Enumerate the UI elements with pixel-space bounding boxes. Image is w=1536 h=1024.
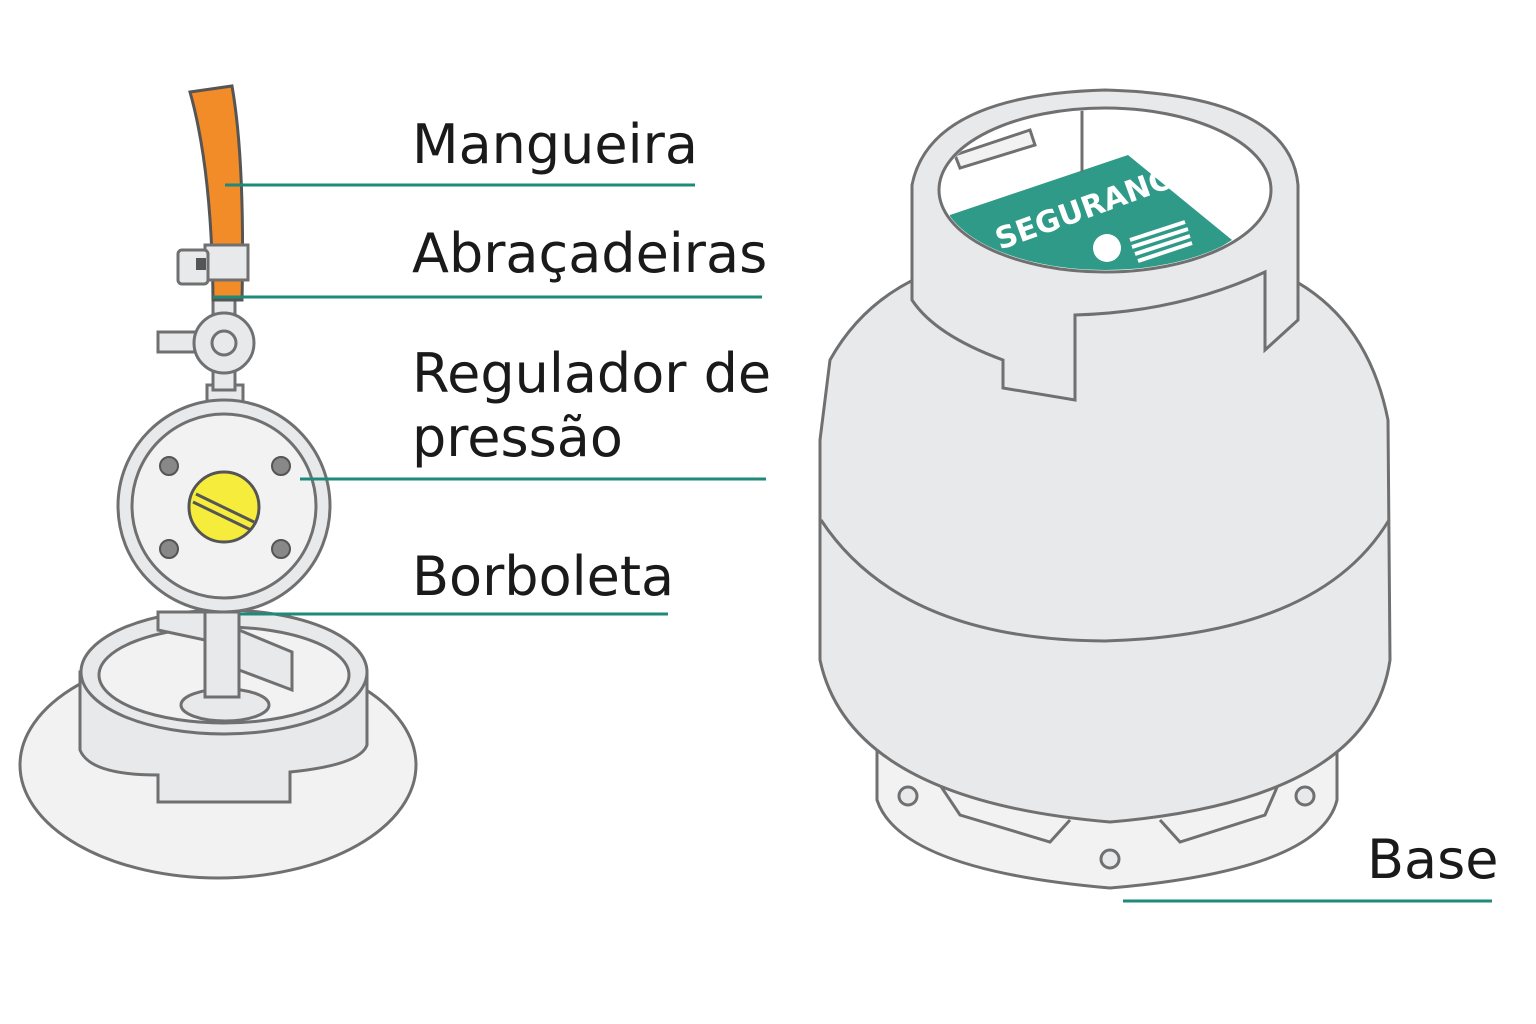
hose xyxy=(176,84,250,302)
label-regulator-line1: Regulador de xyxy=(412,342,771,405)
label-butterfly: Borboleta xyxy=(412,545,674,608)
label-base: Base xyxy=(1367,828,1499,891)
label-regulator-line2: pressão xyxy=(412,406,623,469)
pressure-regulator xyxy=(116,298,332,614)
valve-base xyxy=(18,608,418,880)
butterfly-valve xyxy=(156,610,294,699)
gas-cylinder: SEGURANCA xyxy=(818,88,1392,890)
label-hose: Mangueira xyxy=(412,113,698,176)
label-clamps: Abraçadeiras xyxy=(412,222,767,285)
